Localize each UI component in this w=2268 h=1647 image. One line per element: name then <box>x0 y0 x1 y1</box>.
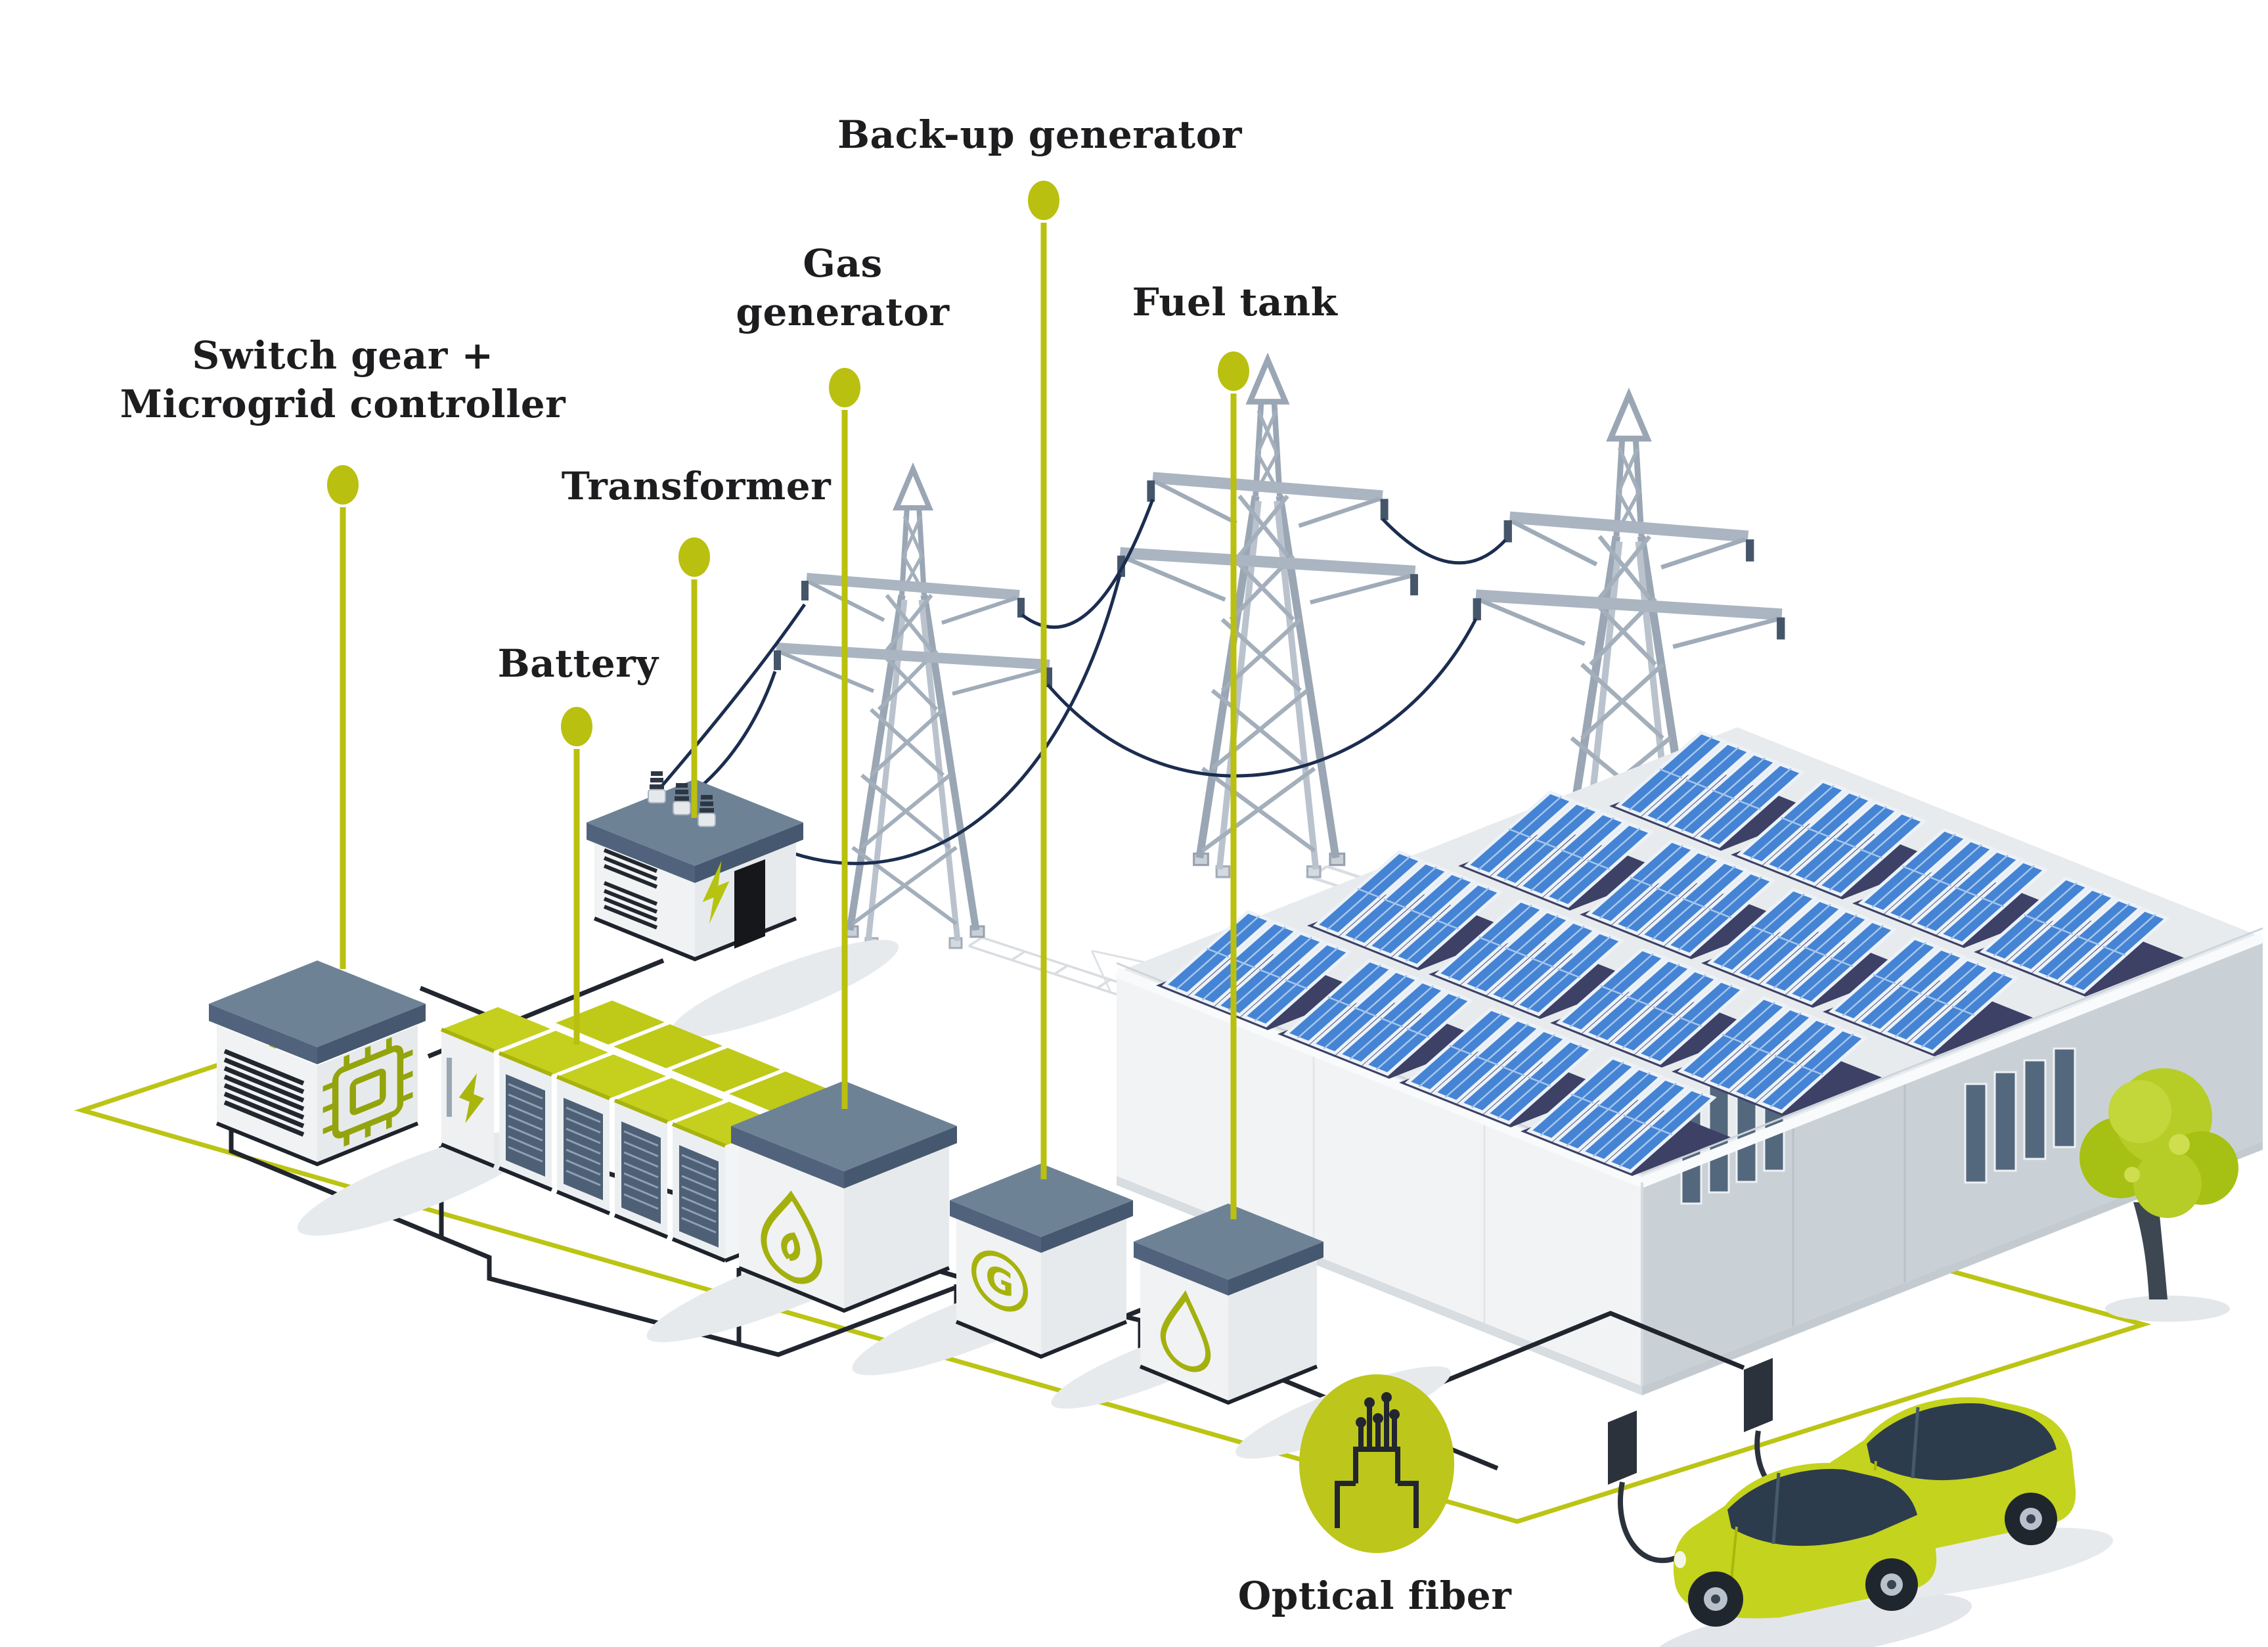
vent-slats <box>223 1049 305 1137</box>
switchgear-unit <box>209 960 426 1167</box>
building-left-face <box>1117 972 1642 1386</box>
label-dot-transformer <box>678 537 710 577</box>
charging-wallbox <box>1608 1410 1637 1485</box>
transformer-door <box>734 859 765 949</box>
tree <box>2079 1068 2238 1322</box>
warehouse-building <box>1115 727 2265 1395</box>
optical-fiber-line <box>74 1030 2152 1524</box>
battery-inverter-cabinet <box>440 1007 550 1168</box>
building-right-face <box>1642 937 2263 1386</box>
label-dot-backup-generator <box>1028 181 1059 220</box>
label-gas-generator-line1: Gas <box>803 241 883 286</box>
label-switchgear: Switch gear + Microgrid controller <box>120 331 566 428</box>
fuel-tank-unit <box>1134 1204 1323 1405</box>
charging-cable <box>1618 1481 1683 1563</box>
label-backup-generator: Back-up generator <box>837 112 1242 157</box>
label-dot-gas-generator <box>829 368 860 407</box>
lightning-bolt-icon <box>702 861 730 924</box>
transformer-unit <box>587 771 803 962</box>
label-switchgear-line2: Microgrid controller <box>120 382 566 426</box>
label-battery: Battery <box>497 641 659 686</box>
label-dot-fuel-tank <box>1218 351 1249 391</box>
power-wires <box>661 499 1507 865</box>
battery-back-row-tops <box>556 1001 838 1116</box>
building-panel-seams <box>1312 1051 1906 1326</box>
ev-charging-area <box>1608 1358 2114 1647</box>
optical-fiber-badge <box>1299 1374 1454 1553</box>
fuel-drop-icon <box>1160 1290 1211 1372</box>
label-gas-generator-line2: generator <box>736 290 950 334</box>
label-dot-battery <box>561 707 592 746</box>
ev-car-1 <box>1674 1463 1936 1627</box>
label-connectors <box>327 181 1249 1219</box>
flame-icon <box>761 1190 822 1284</box>
label-dot-switchgear <box>327 465 359 505</box>
label-transformer: Transformer <box>561 464 832 508</box>
fiber-cable-icon <box>1335 1392 1419 1528</box>
label-optical-fiber: Optical fiber <box>1237 1573 1512 1618</box>
pylon-2 <box>1117 360 1418 877</box>
charging-wallbox <box>1744 1358 1773 1432</box>
label-gas-generator: Gas generator <box>736 239 949 336</box>
gas-generator-unit <box>731 1081 957 1313</box>
label-fuel-tank: Fuel tank <box>1132 280 1338 325</box>
lightning-bolt-icon <box>458 1073 485 1123</box>
transformer-bushings <box>648 771 716 827</box>
pylon-1 <box>774 469 1052 948</box>
backup-generator-unit: G <box>950 1163 1133 1359</box>
microchip-icon <box>322 1037 413 1147</box>
label-switchgear-line1: Switch gear + <box>192 333 494 378</box>
